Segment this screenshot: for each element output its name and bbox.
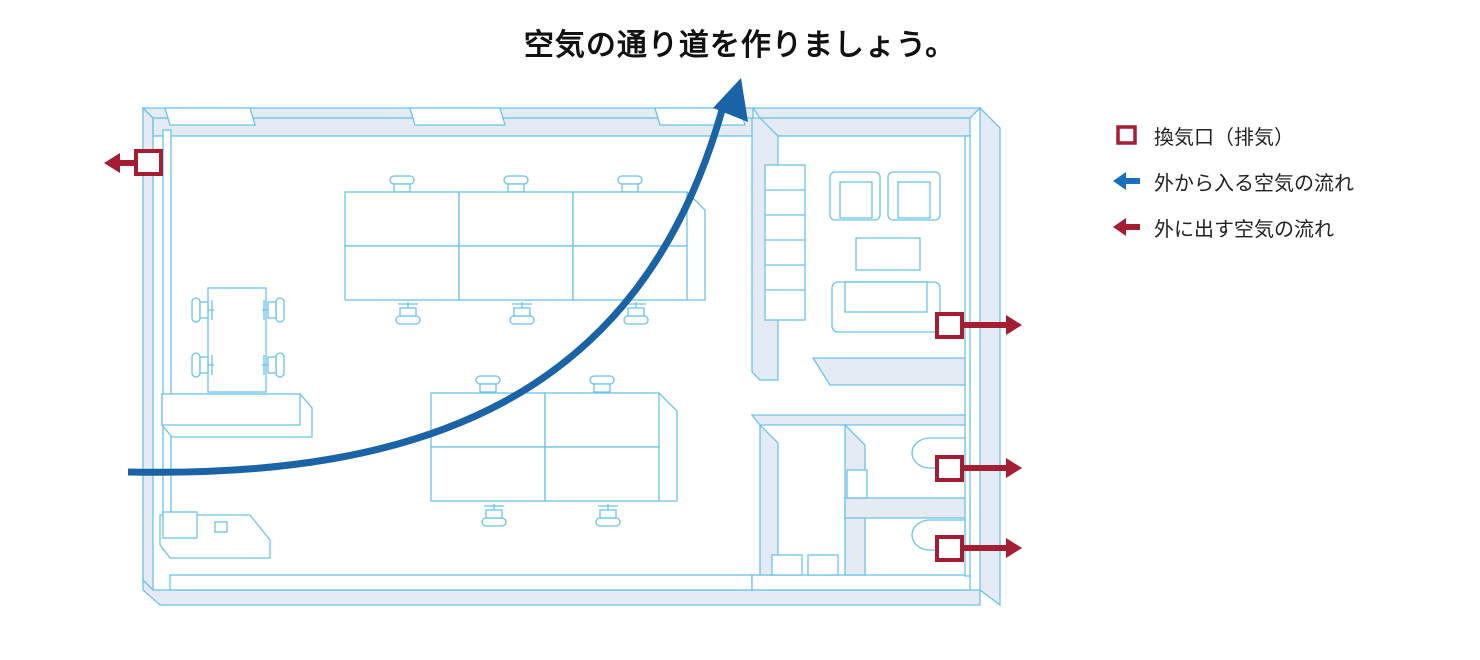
exhaust-vent-restroom-1 [935, 455, 1022, 482]
red-arrow-left-icon [1112, 216, 1142, 238]
kitchen-counter [159, 511, 271, 559]
lounge-furniture [829, 171, 941, 333]
page-title: 空気の通り道を作りましょう。 [523, 28, 957, 63]
blue-arrow-left-icon [1112, 170, 1142, 192]
legend-label: 換気口（排気） [1154, 124, 1294, 149]
desk-group-bottom [430, 375, 678, 527]
legend-item-vent: 換気口（排気） [1112, 112, 1354, 158]
exhaust-vent-restroom-2 [935, 535, 1022, 562]
legend-item-exhaust: 外に出す空気の流れ [1112, 204, 1354, 250]
inflow-air-path [127, 78, 748, 476]
meeting-table [161, 287, 313, 438]
legend: 換気口（排気） 外から入る空気の流れ 外に出す空気の流れ [1112, 112, 1354, 250]
vent-square-icon [1112, 124, 1142, 146]
legend-label: 外に出す空気の流れ [1154, 216, 1334, 241]
legend-item-inflow: 外から入る空気の流れ [1112, 158, 1354, 204]
legend-label: 外から入る空気の流れ [1154, 170, 1354, 195]
desk-group-top [344, 175, 706, 325]
exhaust-vent-lounge [935, 312, 1022, 339]
shelves [764, 164, 806, 321]
exhaust-vent-left [104, 149, 163, 176]
